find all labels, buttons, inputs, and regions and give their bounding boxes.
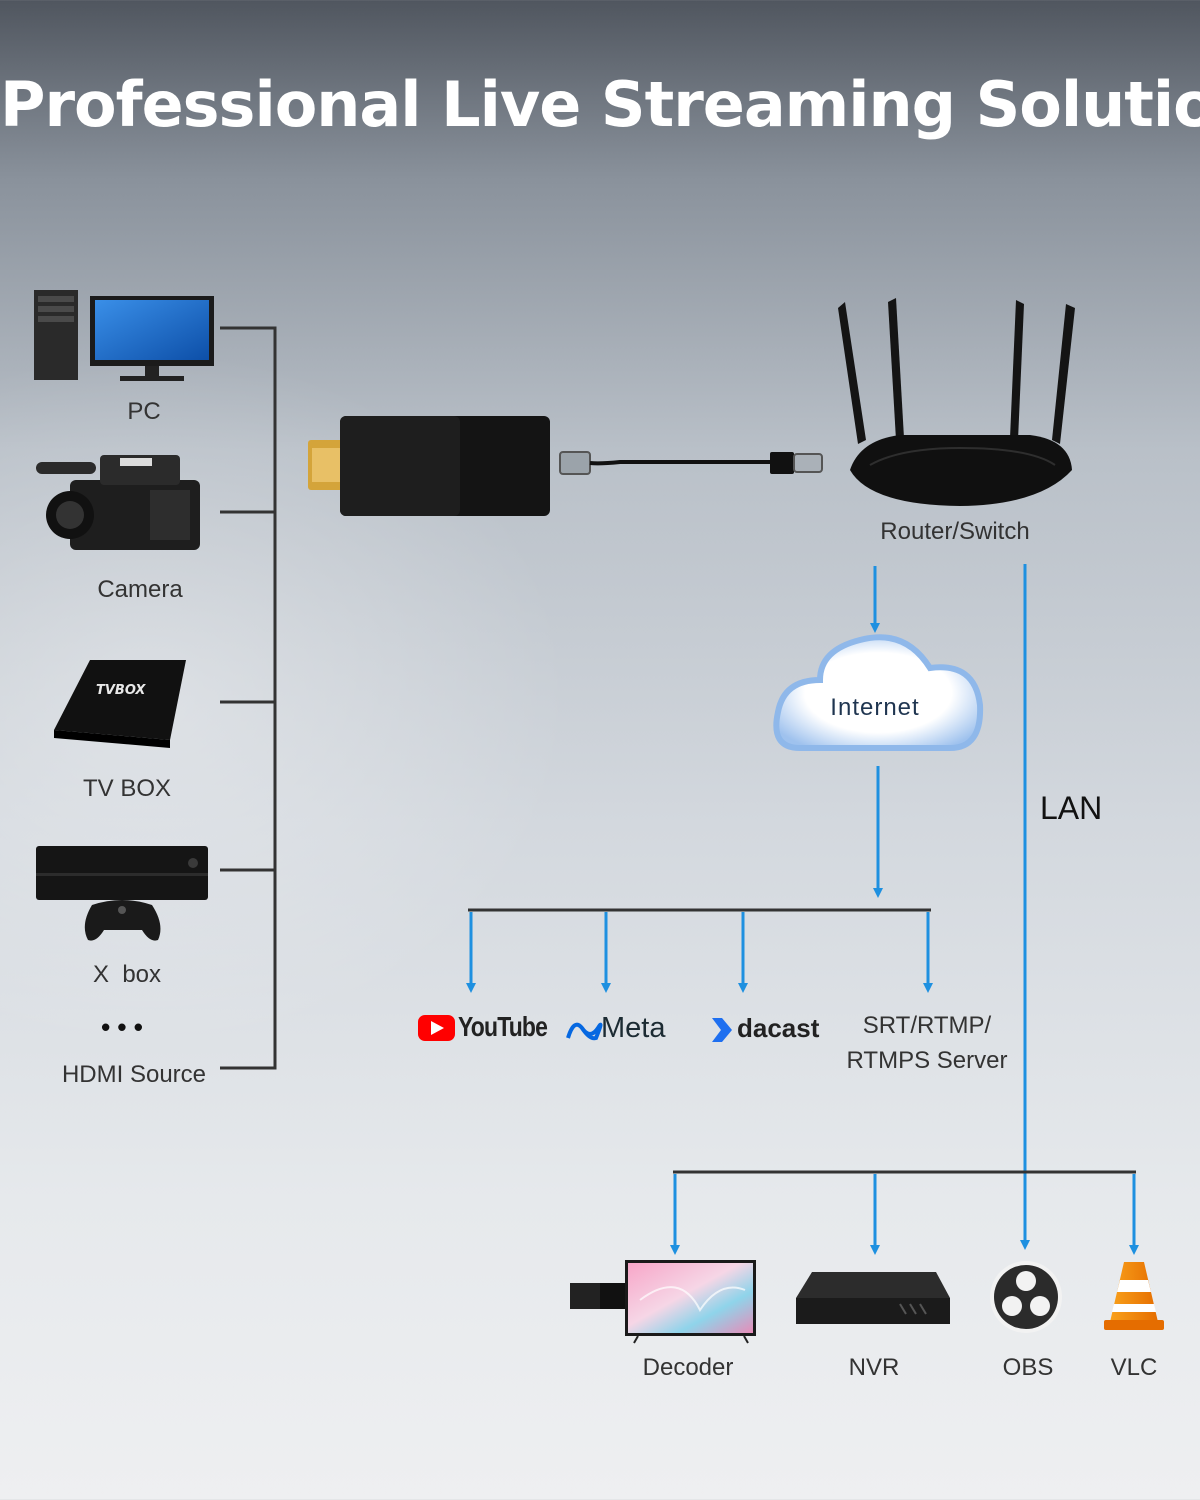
- pc-icon: [34, 290, 214, 381]
- hdmi-source-label: HDMI Source: [61, 1061, 207, 1088]
- tv-box-icon: TVBOX: [54, 660, 186, 748]
- youtube-label: YouTube: [458, 1011, 548, 1042]
- vlc-label: VLC: [1110, 1354, 1158, 1381]
- router-icon: [838, 298, 1075, 506]
- streaming-server-label: SRT/RTMP/ RTMPS Server: [832, 1008, 1022, 1078]
- ellipsis: • • •: [101, 1012, 143, 1042]
- dacast-icon: [712, 1018, 732, 1042]
- vlc-icon: [1104, 1262, 1164, 1330]
- decoder-label: Decoder: [642, 1354, 734, 1381]
- meta-label: Meta: [601, 1012, 666, 1044]
- stream-arrows: [466, 564, 1139, 1255]
- hdmi-encoder-icon: [308, 416, 550, 516]
- youtube-icon: [418, 1015, 455, 1041]
- page-title: Professional Live Streaming Solution: [0, 68, 1200, 141]
- dacast-label: dacast: [737, 1013, 820, 1043]
- pc-label: PC: [127, 398, 161, 425]
- internet-label: Internet: [830, 694, 920, 721]
- ethernet-cable: [559, 451, 823, 475]
- decoder-icon: [570, 1260, 756, 1344]
- internet-cloud-icon: [773, 634, 984, 751]
- server-line-1: SRT/RTMP/: [862, 1012, 992, 1039]
- router-label: Router/Switch: [880, 518, 1030, 545]
- source-bracket: [220, 326, 277, 1070]
- meta-icon: [566, 1022, 603, 1041]
- camera-label: Camera: [97, 576, 183, 603]
- nvr-label: NVR: [848, 1354, 900, 1381]
- svg-text:TVBOX: TVBOX: [96, 683, 146, 698]
- xbox-icon: [36, 846, 208, 941]
- nvr-icon: [796, 1272, 950, 1324]
- obs-icon: [990, 1261, 1062, 1333]
- server-line-2: RTMPS Server: [846, 1047, 1008, 1074]
- tv-box-label: TV BOX: [82, 775, 172, 802]
- obs-label: OBS: [1002, 1354, 1054, 1381]
- lan-label: LAN: [1040, 790, 1103, 826]
- camera-icon: [36, 455, 200, 550]
- xbox-label: X box: [92, 961, 162, 988]
